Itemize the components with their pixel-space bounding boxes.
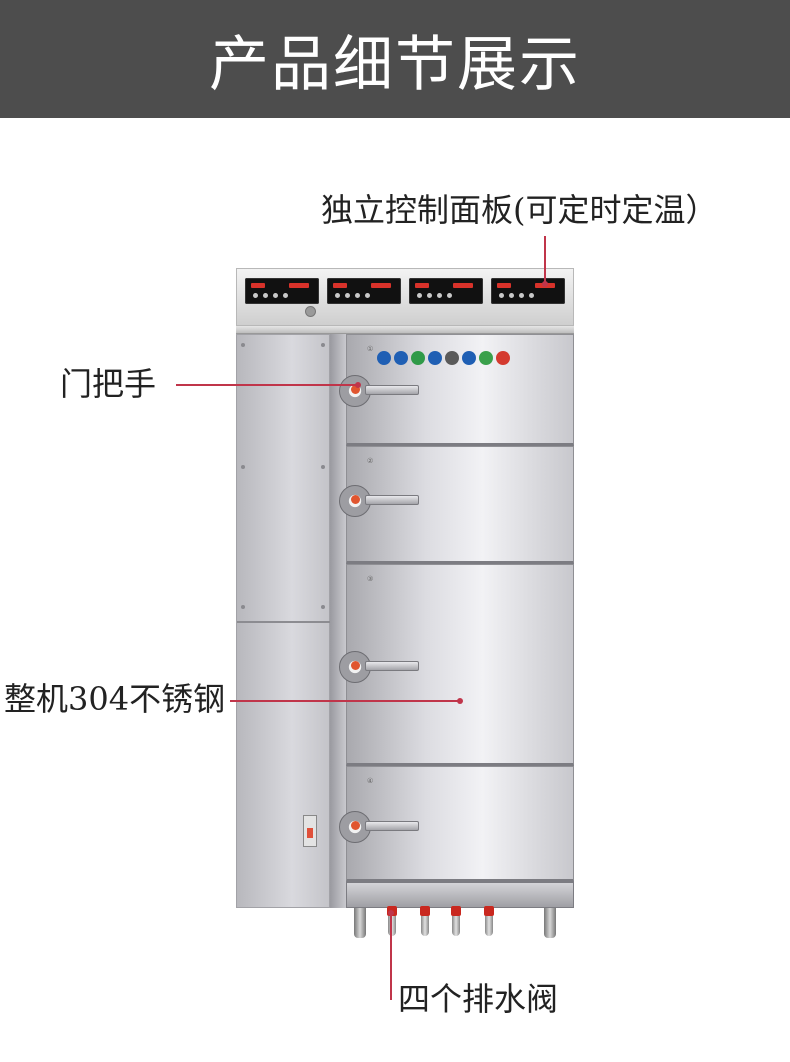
leader-dot [355, 382, 361, 388]
drain-valve-2[interactable] [418, 906, 432, 936]
side-frame [330, 334, 346, 908]
leader-door-handle [176, 384, 358, 386]
door-number: ① [367, 345, 374, 353]
page-banner: 产品细节展示 [0, 0, 790, 118]
control-display-2 [327, 278, 401, 304]
drain-base [346, 882, 574, 908]
steamer-door-3: ③ [339, 564, 574, 766]
control-display-1 [245, 278, 319, 304]
cert-icon [377, 351, 391, 365]
door-number: ③ [367, 575, 374, 583]
side-compartment [236, 334, 331, 908]
cert-icon [445, 351, 459, 365]
steamer-door-2: ② [339, 446, 574, 564]
drain-valve-4[interactable] [482, 906, 496, 936]
leader-dot [388, 910, 394, 916]
power-knob [305, 306, 316, 317]
control-display-3 [409, 278, 483, 304]
cert-icon [428, 351, 442, 365]
cert-icon [394, 351, 408, 365]
left-foot [354, 908, 366, 938]
cert-icon [479, 351, 493, 365]
door-handle-bar[interactable] [365, 821, 419, 831]
drain-valve-3[interactable] [449, 906, 463, 936]
steamer-cabinet-illustration: ① ② ③ ④ [236, 268, 574, 940]
steamer-door-1: ① [339, 334, 574, 446]
banner-title: 产品细节展示 [209, 29, 581, 100]
leader-dot [542, 281, 548, 287]
right-foot [544, 908, 556, 938]
door-handle-bar[interactable] [365, 661, 419, 671]
side-split-line [237, 621, 331, 623]
cert-icon [462, 351, 476, 365]
control-display-4 [491, 278, 565, 304]
leader-control-panel [544, 236, 546, 284]
cert-icon [411, 351, 425, 365]
leader-dot [457, 698, 463, 704]
certification-logos [377, 347, 567, 371]
cert-icon [496, 351, 510, 365]
control-panel-strip [236, 268, 574, 326]
leader-material [230, 700, 460, 702]
door-number: ② [367, 457, 374, 465]
steamer-door-4: ④ [339, 766, 574, 882]
callout-control-panel: 独立控制面板(可定时定温） [321, 191, 718, 229]
door-handle-bar[interactable] [365, 385, 419, 395]
leader-drain-valves [390, 912, 392, 1000]
callout-door-handle: 门把手 [60, 365, 157, 403]
door-handle-bar[interactable] [365, 495, 419, 505]
side-door-latch [303, 815, 317, 847]
door-number: ④ [367, 777, 374, 785]
top-rail [236, 326, 574, 334]
callout-drain-valves: 四个排水阀 [398, 980, 559, 1018]
callout-material: 整机304不锈钢 [4, 680, 226, 718]
